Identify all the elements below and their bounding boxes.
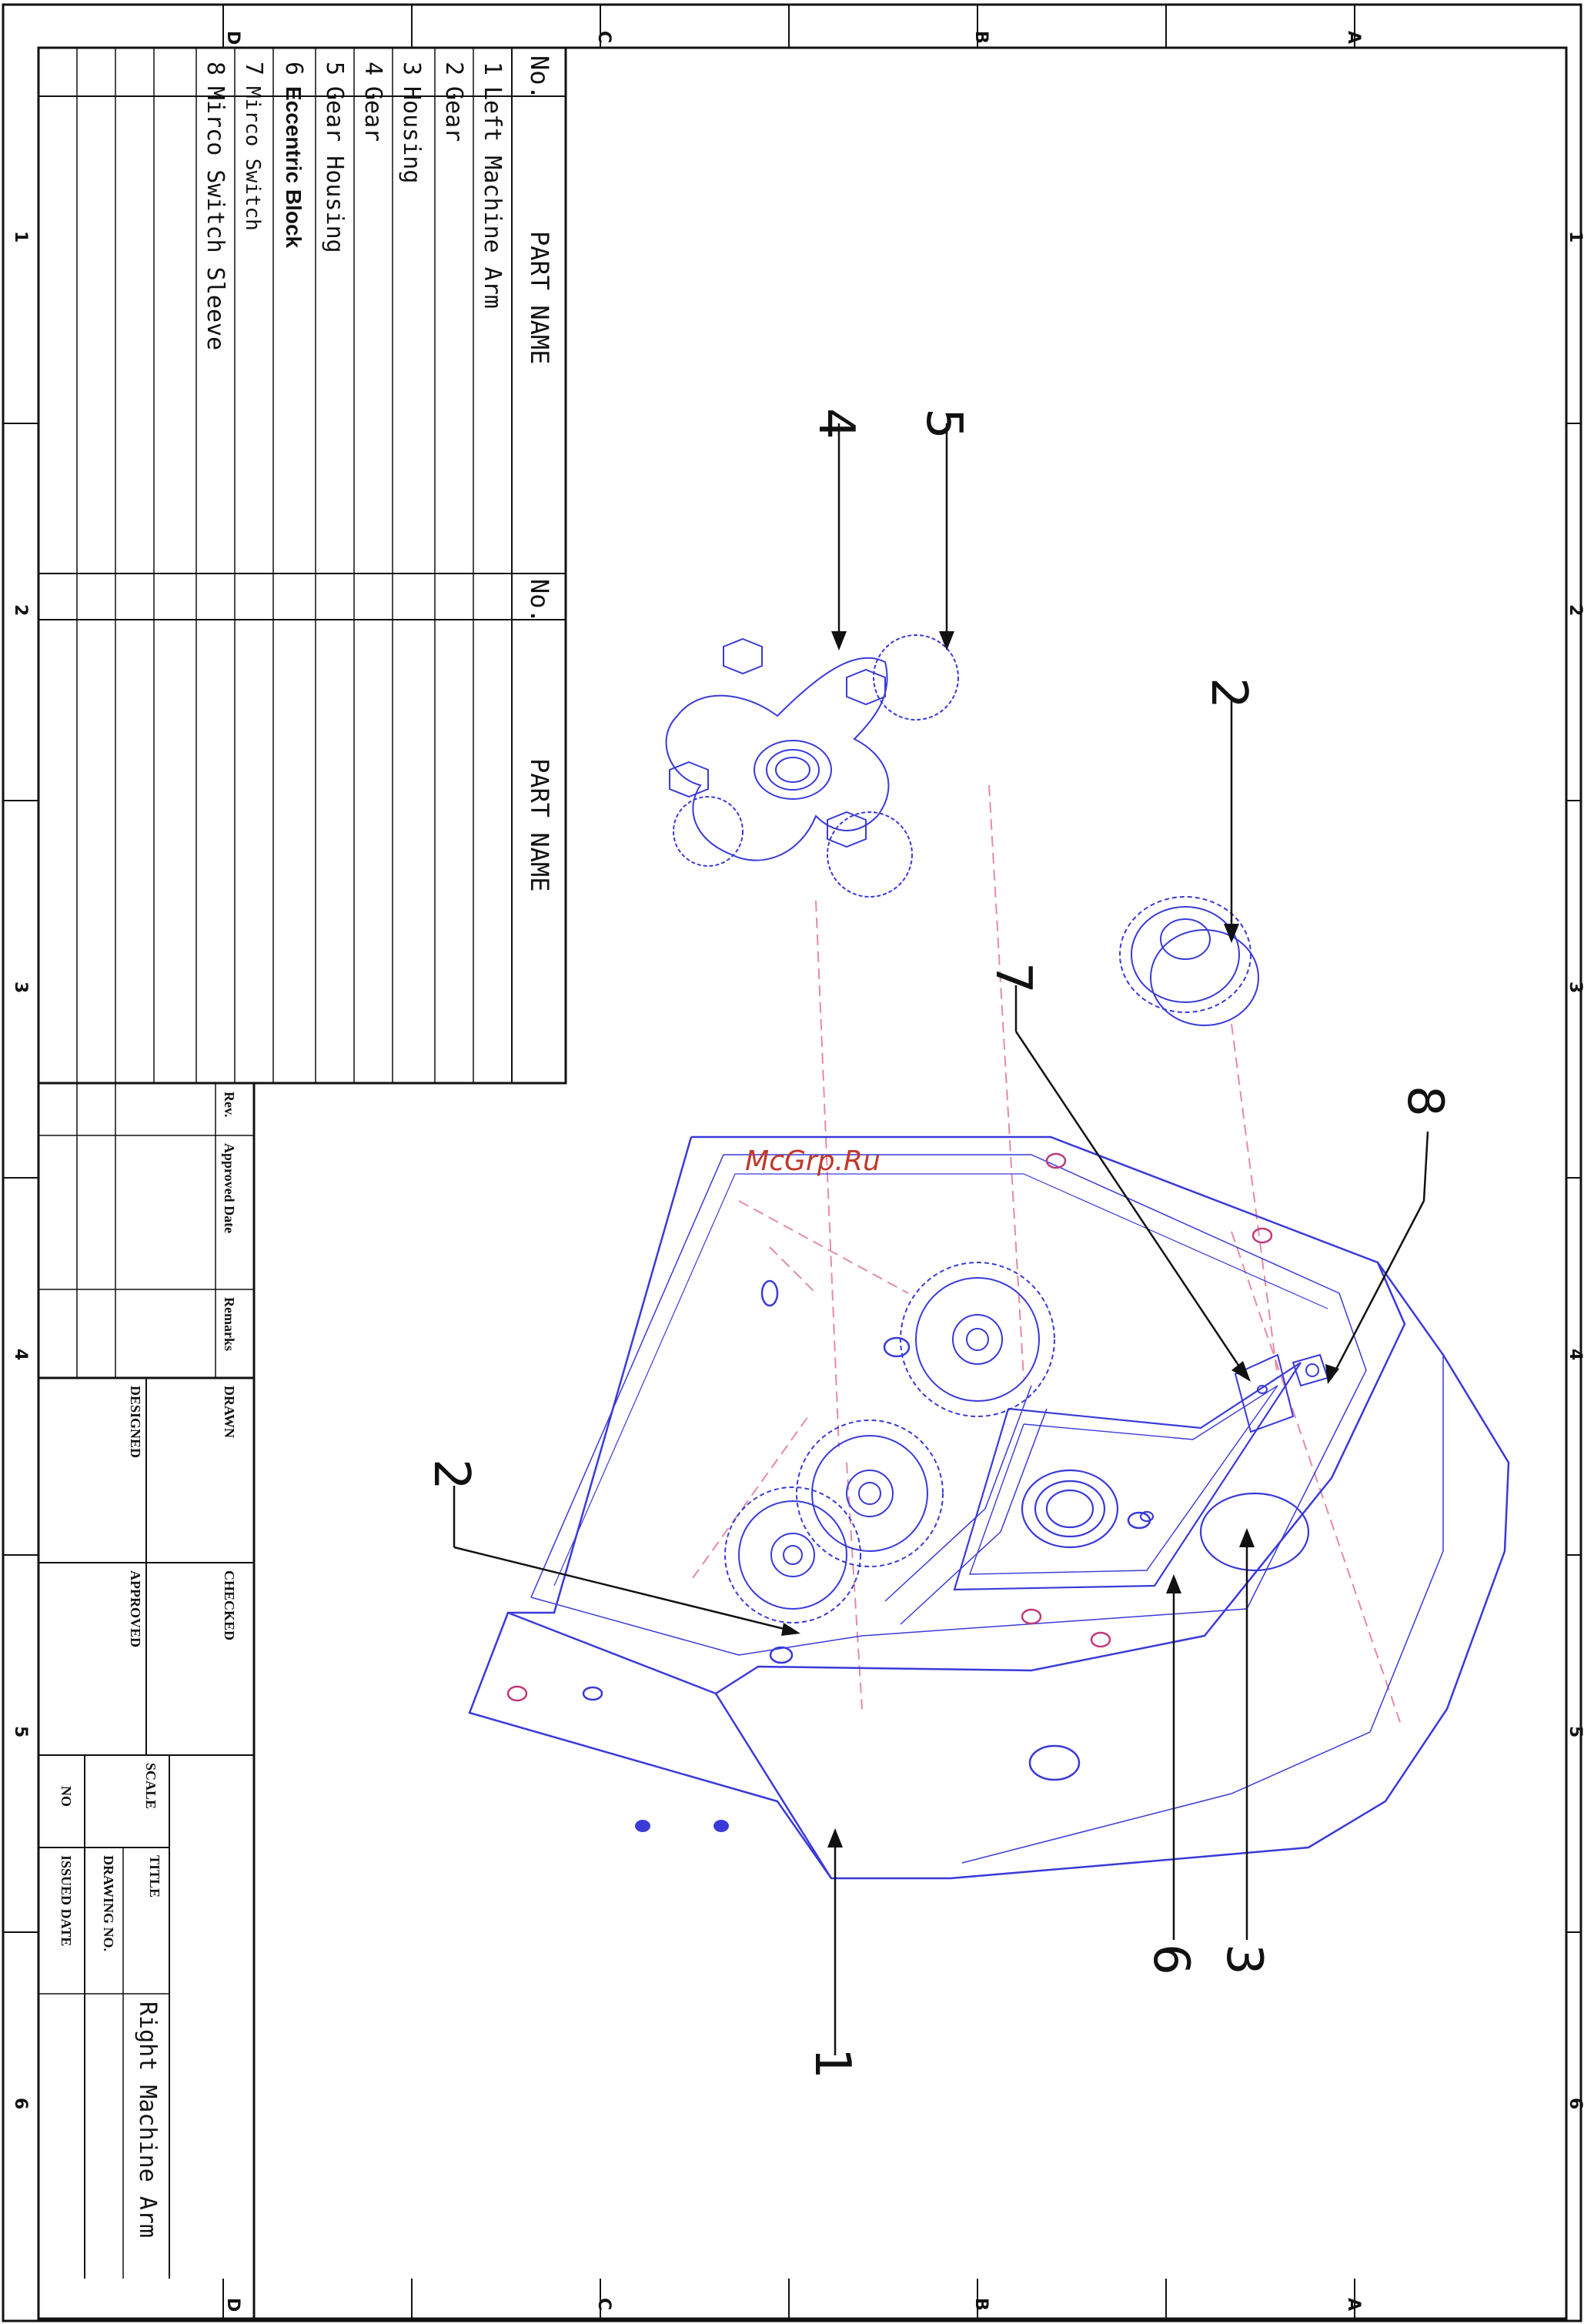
zone-letter: B [971,31,991,44]
part-row-name: Mirco Switch [241,86,264,231]
remarks-label: Remarks [222,1297,237,1351]
approved-date-label: Approved Date [222,1143,237,1233]
callout-7: 7 [984,962,1041,994]
zone-letter: D [223,2298,242,2312]
drawing-no-label: DRAWING NO. [101,1855,116,1951]
parts-header-no: No. [525,55,554,100]
issued-date-label: ISSUED DATE [58,1855,74,1946]
part-row-name: Left Machine Arm [479,86,506,309]
part-row-name: Housing [398,86,425,183]
part-housing-main [468,1135,1510,1880]
zone-number: 2 [11,604,30,616]
callout-8: 8 [1396,1085,1453,1117]
part-row-no: 2 [440,62,467,75]
part-row-no: 4 [359,62,386,75]
part-row-name: Gear Housing [321,86,348,253]
zone-number: 5 [11,1726,30,1737]
outer-frame [2,3,1582,2322]
approved-label: APPROVED [128,1570,143,1647]
callout-4: 5 [915,408,972,440]
part-gear-housing [953,1362,1310,1591]
zone-letter: D [223,31,242,45]
part-row-no: 6 [280,62,307,75]
exploded-housing-3 [665,634,959,898]
drawing-title: Right Machine Arm [134,2001,161,2238]
zone-letter: A [1344,31,1363,44]
gear-cluster [724,1262,1055,1625]
watermark: McGrp.Ru [745,1145,881,1177]
zone-number: 3 [11,981,30,993]
leader-lines [453,423,1429,2055]
part-row-no: 7 [240,62,267,75]
parts-header-part-name: PART NAME [525,758,554,891]
checked-label: CHECKED [222,1570,237,1640]
zone-number: 4 [11,1349,30,1360]
part-row-name: Gear [359,86,386,142]
scale-label: SCALE [143,1763,159,1809]
callout-5: 6 [1142,1944,1199,1975]
callout-2: 2 [423,1459,480,1490]
zone-number: 1 [1566,231,1584,242]
part-row-name: Gear [440,86,467,142]
zone-letter: B [971,2298,991,2311]
zone-letter: C [594,31,613,43]
part-row-no: 3 [398,62,425,75]
zone-letter: C [594,2298,613,2310]
zone-number: 1 [11,231,30,242]
parts-header-no: No. [525,579,554,624]
title-block [38,1082,566,2319]
zone-letter: A [1344,2298,1363,2311]
leader-arrows [781,631,1339,1847]
designed-label: DESIGNED [128,1386,143,1458]
exploded-gear-2 [1119,896,1259,1026]
callout-2: 2 [1200,677,1257,709]
zone-number: 6 [1566,2098,1584,2109]
part-row-name: Eccentric Block [282,86,306,249]
callout-1: 1 [804,2048,861,2079]
callout-3: 4 [807,408,864,440]
zone-number: 4 [1566,1349,1584,1360]
side-holes [635,1820,729,1832]
zone-number: 6 [11,2098,30,2109]
part-row-no: 1 [479,62,506,75]
part-row-no: 8 [202,62,229,75]
parts-header-part-name: PART NAME [525,231,554,364]
title-label: TITLE [147,1855,162,1898]
zone-number: 5 [1566,1726,1584,1737]
zone-number: 2 [1566,604,1584,616]
rev-label: Rev. [222,1092,237,1118]
drawn-label: DRAWN [222,1386,237,1438]
part-micro-switch [1234,1353,1329,1433]
part-row-no: 5 [321,62,348,75]
part-row-name: Mirco Switch Sleeve [202,86,229,350]
zone-ticks [3,5,1581,2321]
no-label: NO [58,1786,74,1807]
zone-number: 3 [1566,981,1584,993]
inner-frame [37,46,1568,2320]
callout-6: 3 [1215,1944,1272,1975]
hidden-lines [692,784,1402,1725]
